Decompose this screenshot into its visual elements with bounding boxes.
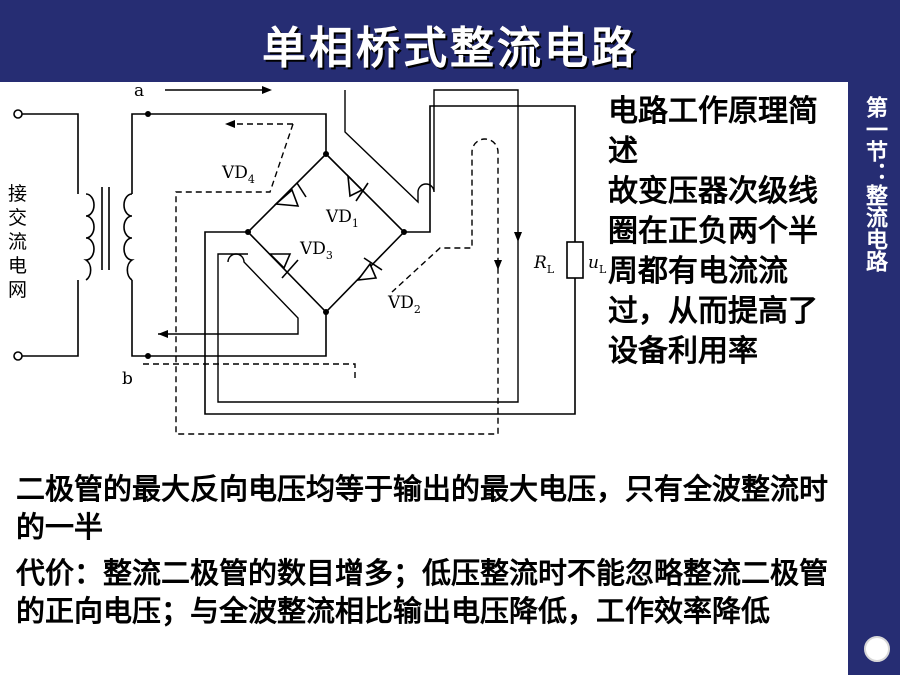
vd2-label: VD2 (387, 293, 421, 316)
mains-terminal-top (13, 109, 23, 119)
slide-title: 单相桥式整流电路 (262, 23, 638, 74)
svg-text:网: 网 (8, 279, 27, 301)
slide-header: 单相桥式整流电路 (0, 0, 900, 82)
rl-label: RL (533, 253, 555, 276)
svg-text:流: 流 (8, 231, 27, 253)
mains-wire-bottom (22, 280, 79, 357)
current-path-solid (344, 89, 519, 252)
summary-heading: 电路工作原理简述 (608, 94, 818, 169)
ul-label: uL (588, 253, 607, 276)
svg-text:电: 电 (8, 255, 27, 277)
bridge-diamond (246, 152, 406, 314)
working-principle-summary: 电路工作原理简述 故变压器次级线圈在正负两个半周都有电流流过，从而提高了设备利用… (608, 92, 842, 372)
note-tradeoffs: 代价：整流二极管的数目增多；低压整流时不能忽略整流二极管的正向电压；与全波整流相… (16, 556, 829, 628)
current-path-dashed (175, 123, 499, 435)
summary-body: 故变压器次级线圈在正负两个半周都有电流流过，从而提高了设备利用率 (608, 174, 818, 369)
node-a-label: a (134, 82, 144, 101)
vd3-label: VD3 (299, 239, 333, 262)
svg-text:交: 交 (8, 207, 27, 229)
nav-circle-button[interactable] (864, 636, 890, 662)
transformer (83, 113, 148, 357)
mains-wire-top (22, 113, 79, 194)
svg-text:接: 接 (8, 183, 27, 205)
wire-b-to-bottom (148, 312, 327, 357)
node-b-label: b (122, 369, 133, 389)
bridge-rectifier-diagram: 接 交 流 电 网 a b VD4 (8, 82, 607, 435)
vd4-label: VD4 (221, 163, 255, 186)
diode-vd3 (268, 253, 299, 279)
notes-section: 二极管的最大反向电压均等于输出的最大电压，只有全波整流时的一半 代价：整流二极管… (16, 470, 846, 638)
wire-negative-out (204, 231, 576, 415)
diode-vd1 (346, 173, 369, 202)
mains-terminal-bottom (13, 351, 23, 361)
wire-a-to-top (148, 113, 327, 154)
mains-label: 接 交 流 电 网 (8, 183, 27, 301)
section-label: 第一节：整流电路 (862, 96, 887, 272)
load-resistor (566, 241, 584, 279)
vd1-label: VD1 (325, 207, 359, 230)
wire-positive-out (404, 105, 576, 242)
diode-vd4 (274, 182, 307, 207)
diode-vd2 (356, 257, 383, 281)
note-reverse-voltage: 二极管的最大反向电压均等于输出的最大电压，只有全波整流时的一半 (16, 472, 829, 544)
section-sidebar: 第一节：整流电路 (848, 82, 900, 675)
